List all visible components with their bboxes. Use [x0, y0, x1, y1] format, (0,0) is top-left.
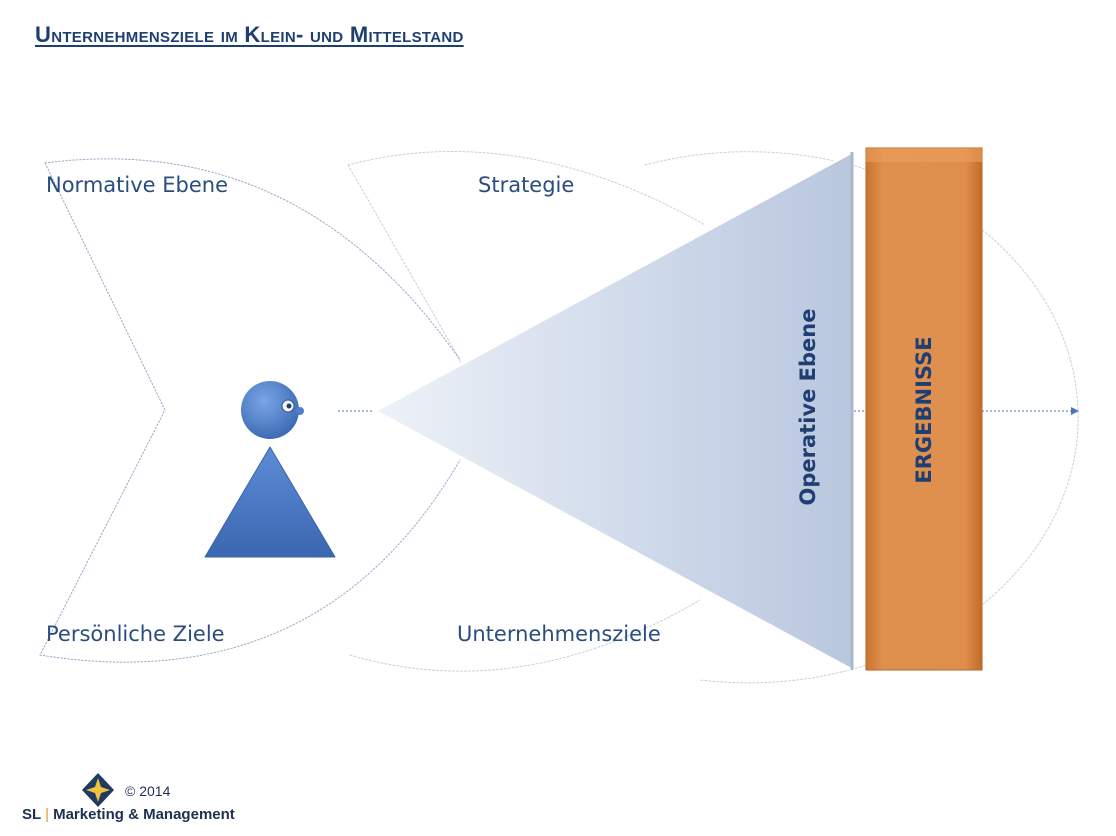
person-figure-icon [204, 381, 336, 558]
footer-brand-separator: | [45, 806, 50, 823]
page-title: Unternehmensziele im Klein- und Mittelst… [35, 22, 464, 47]
label-persoenliche-ziele: Persönliche Ziele [46, 622, 225, 646]
label-operative-ebene: Operative Ebene [796, 308, 820, 506]
label-normative-ebene: Normative Ebene [46, 173, 228, 197]
footer-brand-right: Marketing & Management [53, 806, 235, 823]
diamond-star-logo-icon [82, 773, 114, 807]
label-strategie: Strategie [478, 173, 575, 197]
operative-triangle [371, 149, 854, 673]
footer-brand: SL|Marketing & Management [22, 806, 235, 823]
label-unternehmensziele: Unternehmensziele [457, 622, 661, 646]
footer-brand-left: SL [22, 806, 42, 823]
label-ergebnisse: ERGEBNISSE [912, 336, 936, 484]
chevron-normative [39, 158, 461, 663]
results-bar-highlight [866, 148, 982, 162]
footer-copyright: © 2014 [125, 783, 171, 799]
